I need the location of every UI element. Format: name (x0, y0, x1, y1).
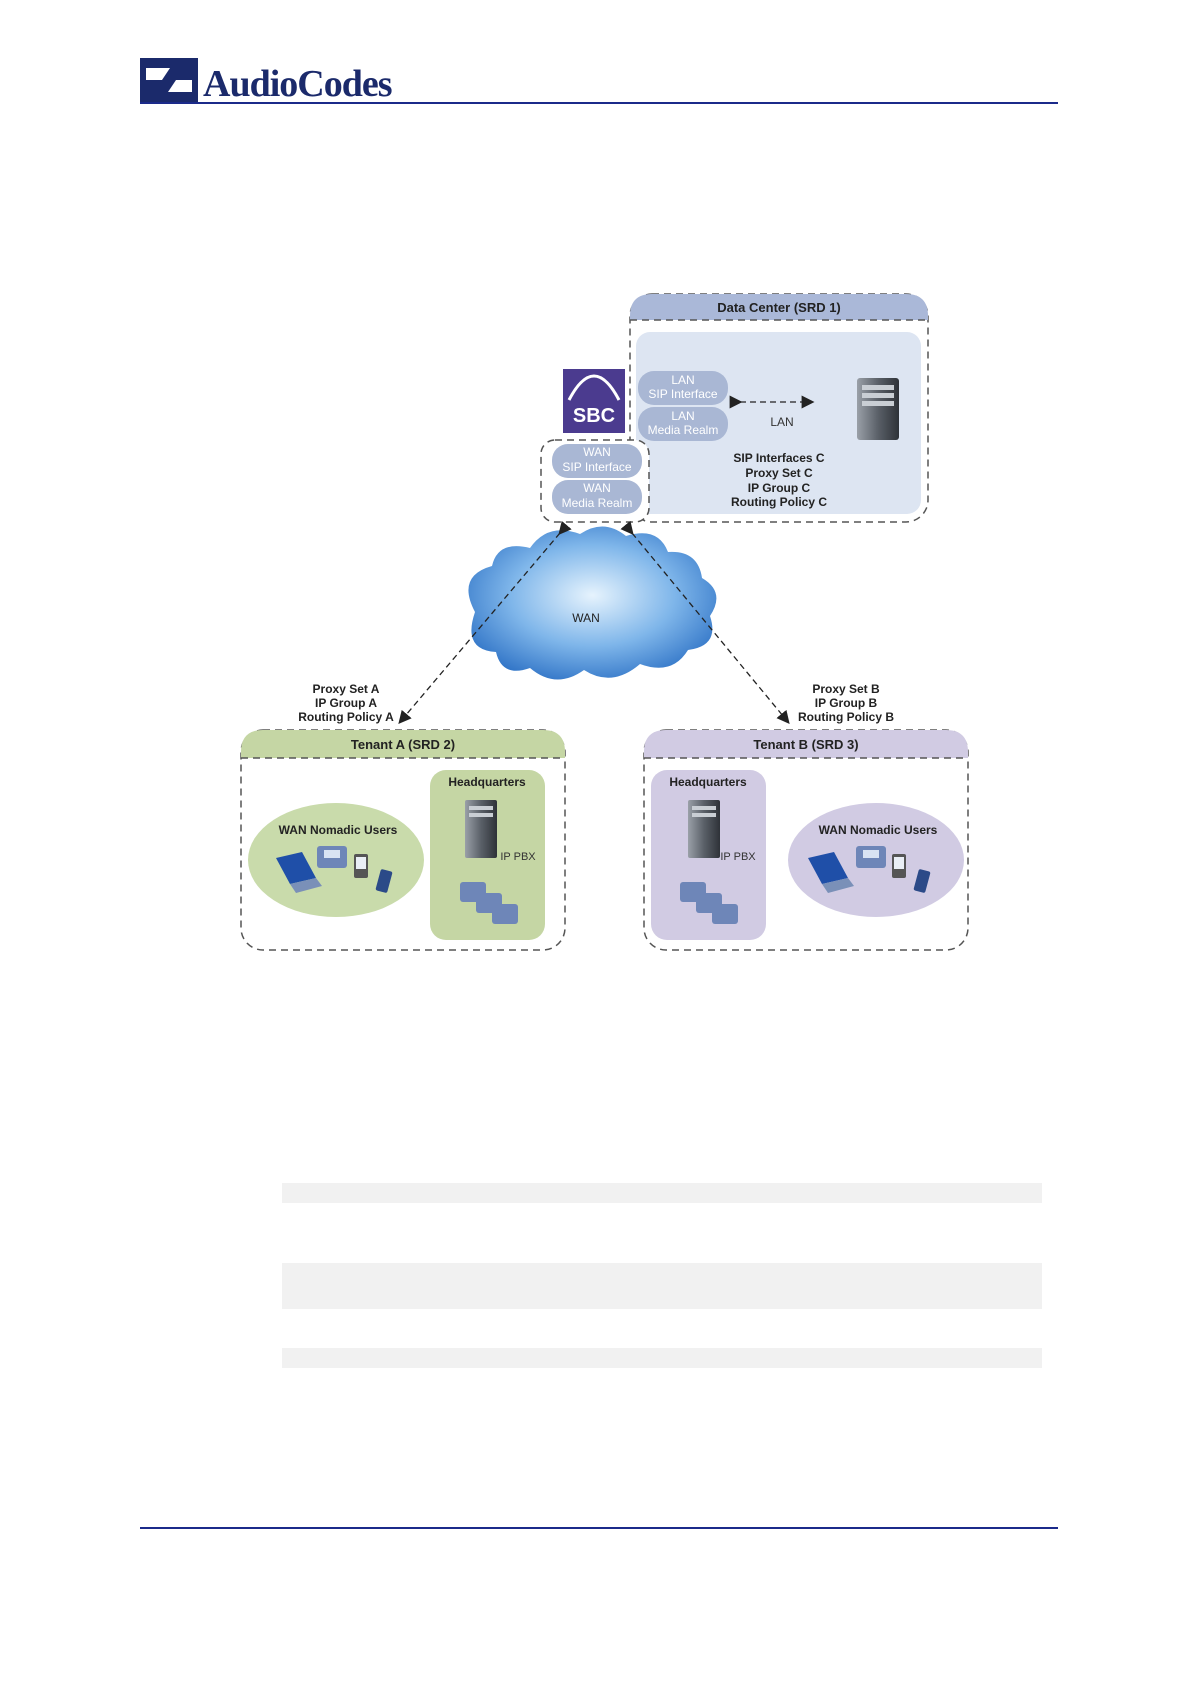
link-to-tenant-a (398, 520, 572, 724)
server-icon (857, 378, 899, 440)
audiocodes-logo-icon (140, 58, 198, 102)
svg-text:Headquarters: Headquarters (669, 775, 747, 789)
lan-media-realm: LAN Media Realm (638, 407, 728, 441)
phones-icon (460, 882, 518, 924)
pda-icon (892, 854, 906, 878)
svg-text:WAN Nomadic Users: WAN Nomadic Users (819, 823, 938, 837)
mobile-phone-icon (913, 869, 931, 893)
tenant-b-srd: Tenant B (SRD 3) Headquarters IP PBX WAN… (643, 729, 969, 951)
lan-sip-interface: LAN SIP Interface (638, 371, 728, 405)
content-bar (282, 1348, 1042, 1368)
link-b-routing: Routing Policy B (798, 710, 894, 724)
wan-cloud-label: WAN (572, 611, 600, 625)
desk-phone-icon (317, 846, 347, 868)
dc-config-ipgroup: IP Group C (748, 481, 811, 495)
sbc-device: SBC WAN SIP Interface WAN Media Realm (540, 369, 650, 523)
svg-text:LAN: LAN (671, 373, 694, 387)
desk-phone-icon (856, 846, 886, 868)
svg-text:SIP Interface: SIP Interface (562, 460, 631, 474)
wan-media-realm: WAN (583, 481, 611, 495)
svg-text:Media Realm: Media Realm (562, 496, 633, 510)
content-bar (282, 1183, 1042, 1203)
dc-config-proxy: Proxy Set C (745, 466, 813, 480)
pda-icon (354, 854, 368, 878)
svg-text:LAN: LAN (671, 409, 694, 423)
svg-text:WAN Nomadic Users: WAN Nomadic Users (279, 823, 398, 837)
data-center-title: Data Center (SRD 1) (717, 300, 841, 315)
dc-config-sip: SIP Interfaces C (733, 451, 824, 465)
laptop-icon (276, 852, 322, 893)
link-a-ipgroup: IP Group A (315, 696, 377, 710)
svg-text:Headquarters: Headquarters (448, 775, 526, 789)
ip-pbx-server-icon (465, 800, 497, 858)
tenant-b-pbx-label: IP PBX (720, 851, 756, 863)
footer-rule (140, 1527, 1058, 1529)
wan-sip-interface: WAN (583, 445, 611, 459)
wan-cloud: WAN (468, 526, 717, 680)
tenant-a-srd: Tenant A (SRD 2) WAN Nomadic Users Headq… (240, 729, 566, 951)
tenant-b-title: Tenant B (SRD 3) (753, 737, 858, 752)
ip-pbx-server-icon (688, 800, 720, 858)
header-rule (140, 102, 1058, 104)
link-a-proxy: Proxy Set A (313, 682, 380, 696)
network-diagram: Data Center (SRD 1) LAN SIP Interface LA… (240, 293, 969, 951)
link-b-ipgroup: IP Group B (815, 696, 878, 710)
lan-label: LAN (770, 415, 793, 429)
tenant-a-pbx-label: IP PBX (500, 851, 536, 863)
link-to-tenant-b (620, 520, 790, 725)
content-bar (282, 1263, 1042, 1309)
link-b-proxy: Proxy Set B (812, 682, 880, 696)
tenant-a-title: Tenant A (SRD 2) (351, 737, 455, 752)
svg-text:SIP Interface: SIP Interface (648, 387, 717, 401)
dc-config-routing: Routing Policy C (731, 495, 827, 509)
sbc-label: SBC (573, 405, 615, 427)
brand-name: AudioCodes (203, 63, 392, 105)
mobile-phone-icon (375, 869, 393, 893)
phones-icon (680, 882, 738, 924)
svg-text:Media Realm: Media Realm (648, 423, 719, 437)
link-a-routing: Routing Policy A (298, 710, 394, 724)
laptop-icon (808, 852, 854, 893)
